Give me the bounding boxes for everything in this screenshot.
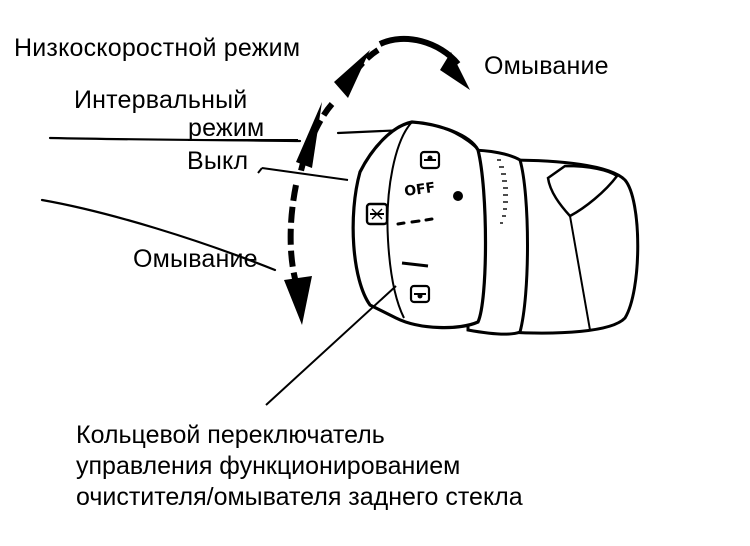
washer-symbol-middle <box>365 202 389 226</box>
rotation-arrows <box>284 35 470 325</box>
interval-mode-label-line2: режим <box>188 114 265 142</box>
interval-dashes <box>396 217 434 226</box>
washer-symbol-top <box>419 150 441 170</box>
interval-mode-label-line1: Интервальный <box>74 86 248 114</box>
wash-bottom-label: Омывание <box>133 245 258 273</box>
off-label: Выкл <box>187 147 249 175</box>
rotary-ring <box>351 120 488 330</box>
caption-line-1: Кольцевой переключатель <box>76 421 385 449</box>
leader-lines <box>188 139 397 406</box>
washer-symbol-bottom <box>409 284 431 304</box>
low-speed-mode-label: Низкоскоростной режим <box>14 34 301 62</box>
knob-end <box>503 158 640 335</box>
caption: Кольцевой переключатель управления функц… <box>76 420 523 513</box>
off-mark: OFF <box>403 180 436 200</box>
wash-top-label: Омывание <box>484 52 609 80</box>
caption-line-3: очистителя/омывателя заднего стекла <box>76 483 523 511</box>
off-indicator-dot <box>453 191 463 201</box>
caption-line-2: управления функционированием <box>76 452 461 480</box>
ring-index-bar <box>401 261 429 268</box>
